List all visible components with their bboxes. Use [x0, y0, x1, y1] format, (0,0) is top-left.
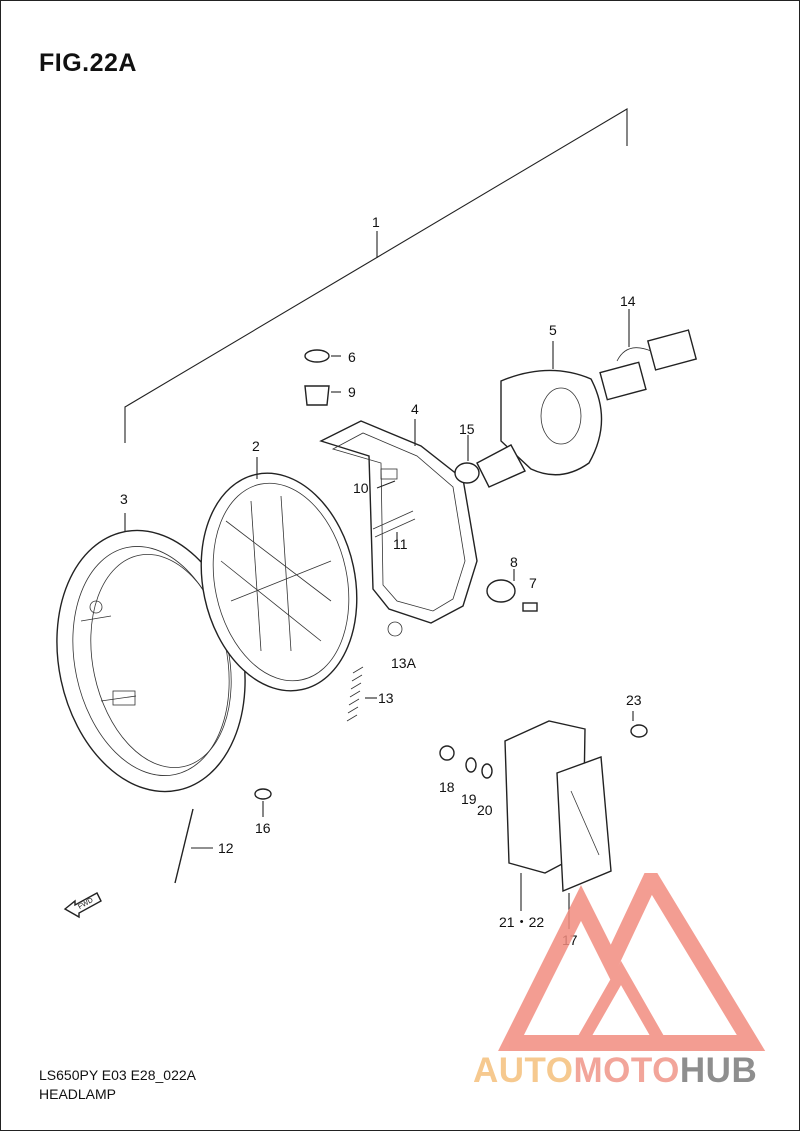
screw-part-6	[304, 349, 341, 363]
assembly-bracket-1	[124, 108, 628, 443]
brand-part-hub: HUB	[679, 1051, 758, 1090]
screw-part-12	[174, 808, 213, 884]
callout-2: 2	[252, 438, 260, 454]
callout-11: 11	[393, 536, 408, 552]
figure-model-code: LS650PY E03 E28_022A	[39, 1067, 196, 1083]
automotohub-logo-icon	[498, 873, 766, 1051]
side-lamp-lens-part-17	[556, 756, 612, 929]
brand-part-auto: AUTO	[473, 1051, 574, 1090]
socket-cover-part-5	[500, 341, 603, 476]
brand-wordmark: AUTOMOTOHUB	[473, 1051, 757, 1091]
callout-13a: 13A	[391, 655, 417, 671]
callout-8: 8	[510, 554, 518, 570]
screw-part-23	[630, 711, 648, 738]
callout-14: 14	[620, 293, 636, 309]
bolt-part-7	[522, 602, 538, 612]
callout-3: 3	[120, 491, 128, 507]
housing-bracket-part-4	[319, 419, 478, 637]
callout-1: 1	[372, 214, 380, 230]
callout-9: 9	[348, 384, 356, 400]
headlamp-unit-part-2	[200, 457, 358, 692]
grommet-part-9	[304, 385, 341, 406]
callout-10: 10	[353, 480, 369, 496]
bulb-part-15	[454, 435, 526, 488]
callout-16: 16	[255, 820, 271, 836]
callout-19: 19	[461, 791, 477, 807]
callout-23: 23	[626, 692, 642, 708]
fwd-arrow-icon: FWD	[63, 892, 102, 919]
brand-part-moto: MOTO	[573, 1051, 680, 1090]
cushion-part-8	[486, 569, 516, 603]
headlamp-rim-part-3	[56, 513, 246, 793]
callout-7: 7	[529, 575, 537, 591]
callout-15: 15	[459, 421, 475, 437]
callout-13: 13	[378, 690, 394, 706]
callout-18: 18	[439, 779, 455, 795]
callout-4: 4	[411, 401, 419, 417]
figure-title: FIG.22A	[39, 49, 137, 77]
screw-part-16	[254, 788, 272, 817]
callout-12: 12	[218, 840, 234, 856]
callout-5: 5	[549, 322, 557, 338]
figure-section-name: HEADLAMP	[39, 1086, 117, 1102]
callout-21-22: 21・22	[499, 914, 544, 930]
connector-part-14	[599, 309, 698, 401]
nut-part-18	[439, 745, 455, 761]
washer-part-20	[481, 763, 493, 779]
callout-20: 20	[477, 802, 493, 818]
spring-part-13	[346, 666, 377, 722]
leader-10	[376, 480, 396, 489]
callout-6: 6	[348, 349, 356, 365]
washer-part-19	[465, 757, 477, 773]
